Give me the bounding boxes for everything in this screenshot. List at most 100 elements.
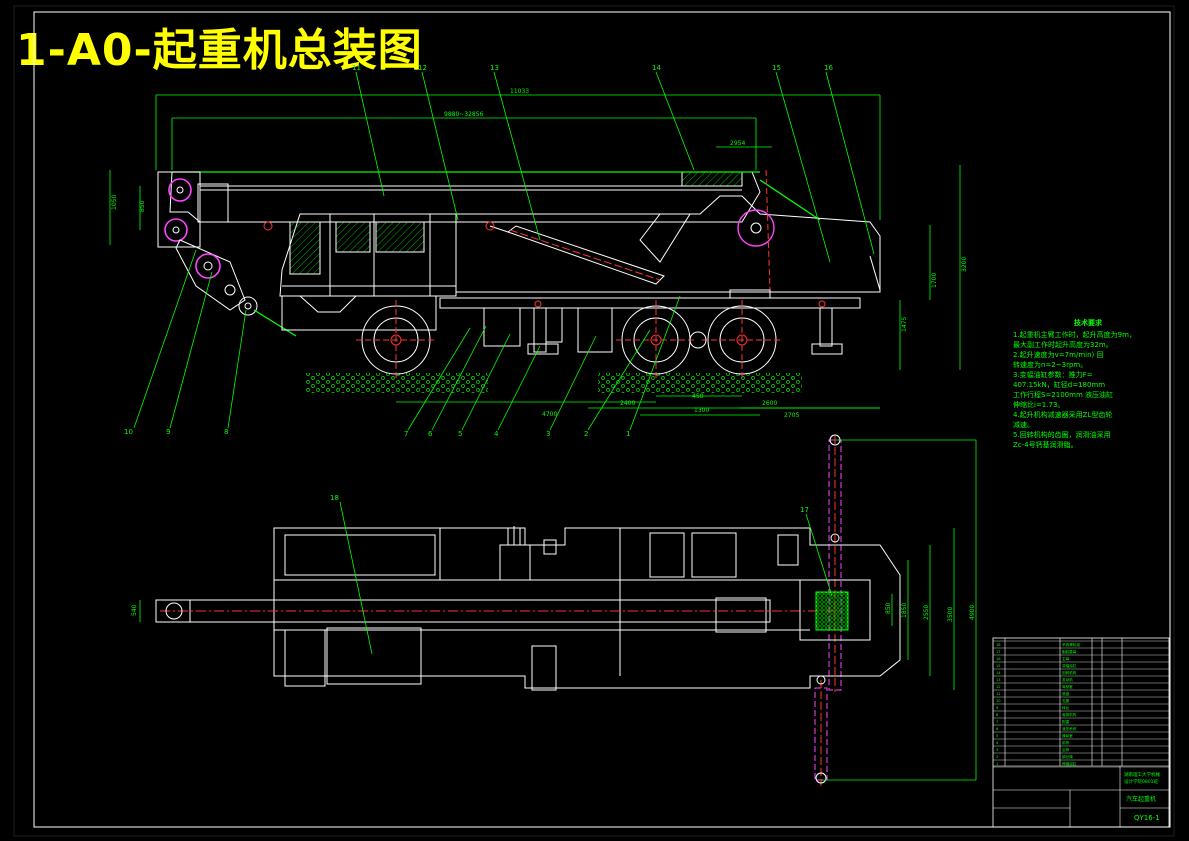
- part-no-1: 1: [626, 430, 630, 438]
- parts-list-name: 液压系统: [1062, 726, 1077, 731]
- parts-list-name: 转台: [1062, 705, 1070, 710]
- dim-width-4900: 4900: [969, 605, 976, 620]
- boom-head: [157, 171, 201, 248]
- part-no-7: 7: [404, 430, 408, 438]
- parts-list-number: 8: [996, 713, 999, 717]
- side-dimension-labels: 11033 9880~32856 2954 1050 850 3200 1700…: [111, 88, 968, 419]
- note-line: 3.变幅油缸参数：推力F=: [1013, 371, 1093, 379]
- school-line-1: 湖南理工大学机械: [1124, 771, 1160, 778]
- note-line: 最大副工作时起升高度为32m。: [1013, 341, 1113, 349]
- parts-list-name: 伸缩油缸: [1062, 761, 1077, 766]
- plan-dimensions: [139, 439, 977, 781]
- parts-list-number: 5: [996, 734, 998, 738]
- parts-list-number: 14: [996, 671, 1001, 675]
- plan-chassis: [273, 526, 901, 691]
- plan-leaders: [339, 501, 833, 655]
- note-line: 2.起升速度为v=7m/min) 回: [1013, 351, 1104, 359]
- fly-jib: [175, 239, 297, 337]
- drawing-number: QY16-1: [1134, 814, 1160, 822]
- drawing-title: 1-A0-起重机总装图: [16, 25, 423, 76]
- part-no-12: 12: [418, 64, 427, 72]
- rear-wheel-1: [616, 300, 696, 380]
- parts-list-number: 10: [996, 699, 1001, 703]
- parts-list-name: 主臂: [1062, 656, 1070, 661]
- dim-len-2705: 2705: [784, 412, 799, 419]
- note-line: 5.回转机构的齿圈，润滑油采用: [1013, 431, 1111, 439]
- dim-width-1850: 1850: [901, 603, 908, 618]
- dim-boom-length: 9880~32856: [444, 111, 484, 118]
- chassis: [263, 221, 861, 355]
- driver-cab: [279, 213, 457, 297]
- dim-left-width: 540: [131, 604, 138, 616]
- dim-overall-length: 11033: [510, 88, 529, 95]
- part-no-8: 8: [224, 428, 228, 436]
- note-line: Zc-4号钙基润滑脂。: [1013, 441, 1078, 449]
- parts-list-name: 发动机: [1062, 677, 1073, 682]
- luffing-cylinder: [485, 221, 665, 285]
- parts-list-name: 支腿: [1062, 698, 1070, 703]
- part-no-17: 17: [800, 506, 809, 514]
- part-no-15: 15: [772, 64, 781, 72]
- part-no-5: 5: [458, 430, 462, 438]
- parts-list-number: 3: [996, 748, 998, 752]
- dim-width-2550: 2550: [923, 605, 930, 620]
- plan-view: 540 850 1850 2550 3500 4900 18 17: [131, 434, 977, 786]
- parts-list-name: 回转机构: [1062, 670, 1077, 675]
- parts-list-number: 12: [996, 685, 1001, 689]
- side-view: 11033 9880~32856 2954 1050 850 3200 1700…: [109, 64, 968, 438]
- part-no-2: 2: [584, 430, 588, 438]
- dim-height-1050: 1050: [111, 195, 118, 210]
- note-line: 4.起升机构减速器采用ZL型齿轮: [1013, 411, 1113, 419]
- part-no-9: 9: [166, 428, 170, 436]
- part-leaders: [133, 71, 875, 431]
- notes-title: 技术要求: [1074, 319, 1102, 327]
- dim-len-2600: 2600: [762, 400, 777, 407]
- note-line: 工作行程S=2100mm 液压油缸: [1013, 391, 1113, 399]
- parts-list-number: 2: [996, 755, 998, 759]
- parts-list-name: 后桥: [1062, 747, 1070, 752]
- part-no-10: 10: [124, 428, 133, 436]
- dim-height-1700: 1700: [931, 273, 938, 288]
- parts-list-number: 17: [996, 650, 1001, 654]
- part-no-6: 6: [428, 430, 433, 438]
- part-no-3: 3: [546, 430, 550, 438]
- dim-len-4700: 4700: [542, 411, 557, 418]
- parts-list-name: 底盘: [1062, 691, 1070, 696]
- school-line-2: 设计学院0801班: [1124, 778, 1158, 785]
- dim-height-3200: 3200: [961, 257, 968, 272]
- sheet-border: [13, 5, 1175, 837]
- dim-height-850: 850: [139, 200, 146, 212]
- parts-list-number: 11: [996, 692, 1001, 696]
- part-number-labels: 11 12 13 14 15 16 10 9 8 7 6 5 4 3 2 1: [124, 64, 833, 438]
- parts-list-number: 6: [996, 727, 999, 731]
- part-no-4: 4: [494, 430, 499, 438]
- note-line: 转速度为n=2~3rpm。: [1013, 361, 1088, 369]
- part-no-18: 18: [330, 494, 339, 502]
- parts-list-name: 驾驶室: [1062, 684, 1073, 689]
- parts-list-number: 1: [996, 762, 998, 766]
- note-line: 减速。: [1013, 421, 1034, 429]
- front-wheel: [356, 300, 436, 380]
- parts-list-name: 前桥: [1062, 740, 1070, 745]
- dim-len-450: 450: [692, 393, 704, 400]
- parts-list-number: 16: [996, 657, 1001, 661]
- parts-list-name: 副起重臂: [1062, 649, 1077, 654]
- parts-list-name: 卷扬机构: [1062, 712, 1077, 717]
- parts-list-name: 吊钩滑轮组: [1062, 642, 1080, 647]
- parts-list-number: 7: [996, 720, 998, 724]
- parts-list-number: 15: [996, 664, 1001, 668]
- note-line: 伸缩比i=1.73。: [1013, 401, 1065, 409]
- dim-width-3500: 3500: [947, 607, 954, 622]
- ground-rear: [598, 373, 802, 393]
- ground-front: [306, 373, 488, 393]
- superstructure: [455, 169, 881, 299]
- parts-list-name: 配重: [1062, 719, 1070, 724]
- part-no-14: 14: [652, 64, 661, 72]
- dim-span: 2954: [730, 140, 745, 147]
- plan-dimension-labels: 540 850 1850 2550 3500 4900: [131, 602, 976, 622]
- parts-list-name: 变幅油缸: [1062, 663, 1077, 668]
- parts-list-name: 操纵室: [1062, 733, 1073, 738]
